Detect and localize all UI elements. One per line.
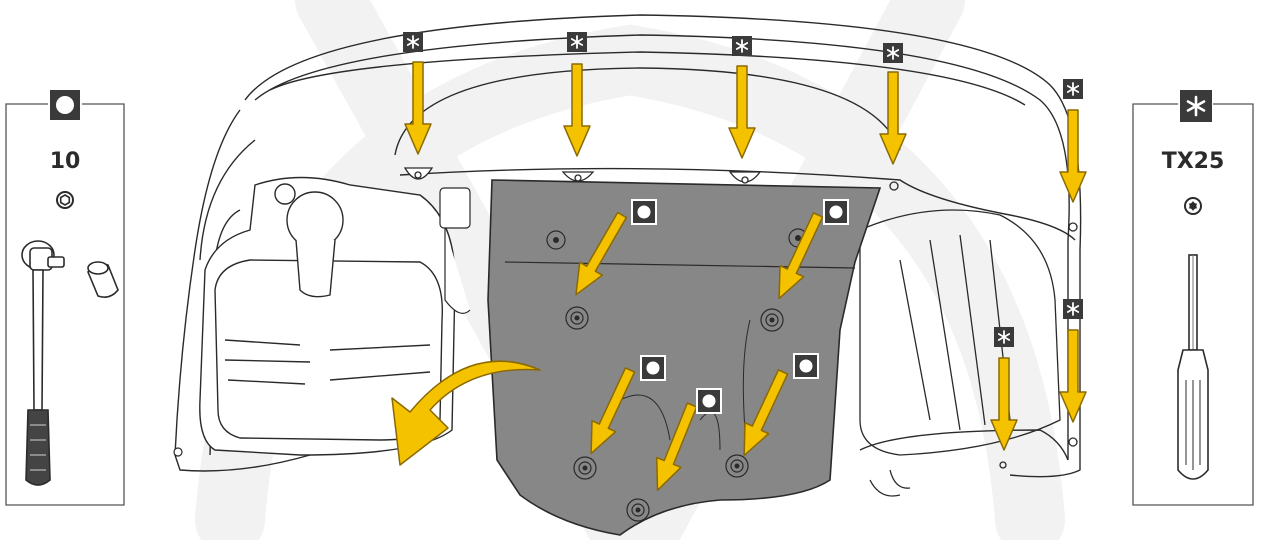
hex-bolt-legend-marker (50, 90, 80, 120)
ratchet-wrench-icon (21, 240, 65, 486)
right-tool-panel: TX25 (1132, 90, 1254, 506)
torx-marker (993, 326, 1015, 348)
torx-marker (731, 35, 753, 57)
hex-marker (823, 199, 849, 225)
right-tool-size-label: TX25 (1162, 149, 1225, 174)
torx-arrow (1059, 109, 1087, 203)
torx-arrow (1059, 329, 1087, 423)
hex-marker (631, 199, 657, 225)
left-fitting (173, 187, 471, 457)
hex-marker (640, 355, 666, 381)
socket-icon (87, 261, 119, 298)
removal-direction-arrow (391, 360, 541, 466)
screwdriver-icon (1177, 254, 1209, 480)
hex-socket-icon (56, 191, 74, 209)
torx-bit-icon (1184, 197, 1202, 215)
right-structure (859, 181, 1078, 497)
torx-marker (882, 42, 904, 64)
hex-marker (793, 353, 819, 379)
hex-marker (696, 388, 722, 414)
torx-marker (1062, 78, 1084, 100)
underbody-shield (487, 179, 882, 536)
torx-legend-marker (1180, 90, 1212, 122)
left-tool-size-label: 10 (50, 149, 81, 174)
torx-marker (1062, 298, 1084, 320)
torx-marker (566, 31, 588, 53)
left-tool-panel: 10 (5, 90, 125, 506)
shield-bolt-hole (546, 230, 566, 250)
left-tank (199, 176, 456, 456)
mounting-tabs (403, 167, 762, 184)
torx-marker (402, 31, 424, 53)
